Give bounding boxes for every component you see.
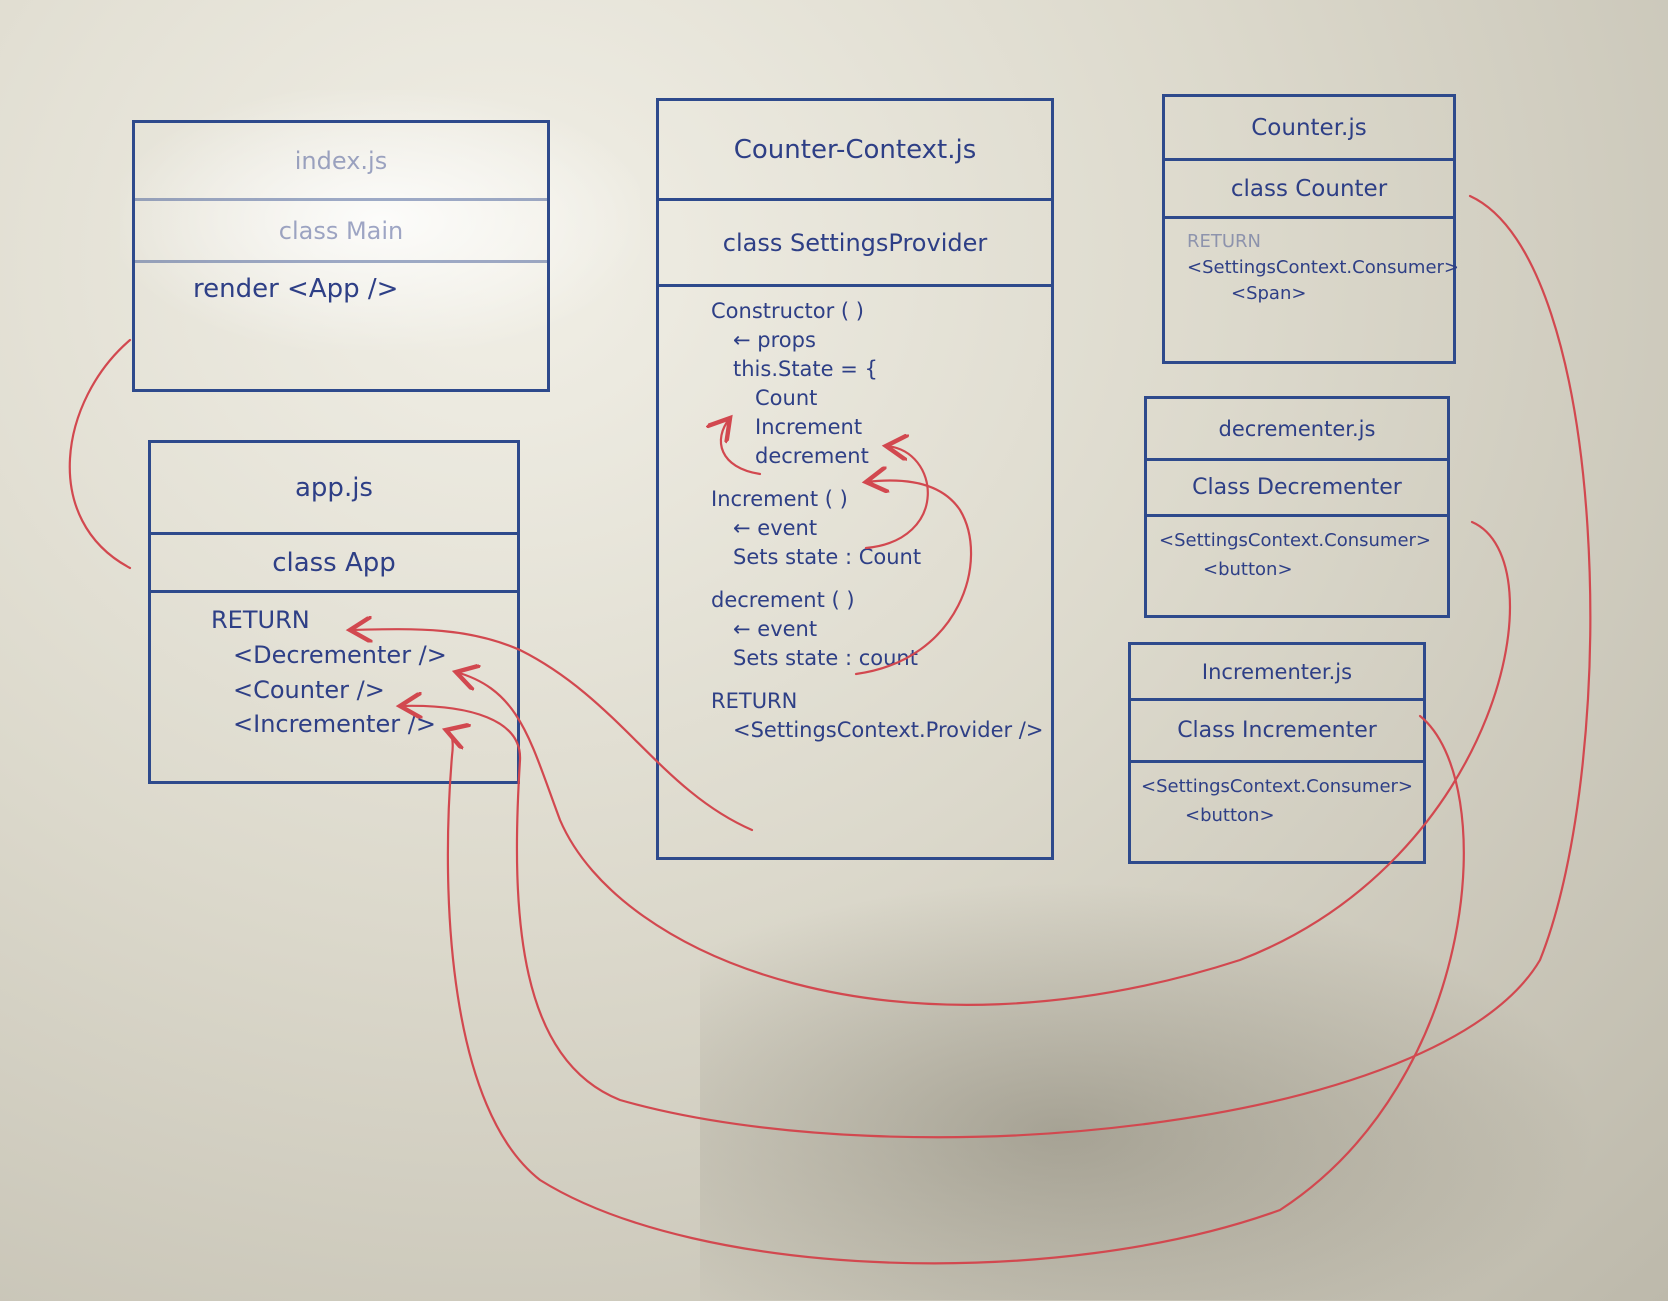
app-js-decrementer-tag: <Decrementer /> [233, 640, 447, 669]
counter-js-title: Counter.js [1165, 97, 1453, 161]
incrementer-js-title: Incrementer.js [1131, 645, 1423, 701]
decrement-method-line: decrement ( ) [711, 587, 855, 612]
counter-context-js-class: class SettingsProvider [659, 201, 1051, 287]
decrementer-js-body: <SettingsContext.Consumer> <button> [1147, 517, 1447, 595]
increment-method-line: Increment ( ) [711, 486, 848, 511]
counter-js-box: Counter.js class Counter RETURN <Setting… [1162, 94, 1460, 364]
counter-context-js-title: Counter-Context.js [659, 101, 1051, 201]
context-return-line: RETURN [711, 688, 798, 713]
index-to-app-arrow [68, 338, 132, 570]
constructor-line: Constructor ( ) [711, 299, 864, 323]
decrementer-js-consumer: <SettingsContext.Consumer> [1159, 530, 1432, 551]
this-state-line: this.State = { [733, 356, 878, 381]
decrement-event-line: ← event [733, 616, 818, 641]
index-js-box: index.js class Main render <App /> [132, 120, 550, 392]
counter-context-js-body: Constructor ( ) ← props this.State = { C… [659, 287, 1051, 755]
app-js-class: class App [151, 535, 517, 593]
counter-js-return: RETURN [1187, 231, 1262, 252]
index-js-render-line: render <App /> [193, 274, 399, 304]
increment-sets-state-line: Sets state : Count [733, 544, 922, 569]
context-provider-line: <SettingsContext.Provider /> [733, 717, 1044, 742]
index-js-title: index.js [135, 123, 547, 201]
decrementer-js-button: <button> [1203, 558, 1293, 580]
index-js-body: render <App /> [135, 263, 547, 316]
app-js-body: RETURN <Decrementer /> <Counter /> <Incr… [151, 593, 517, 752]
app-js-incrementer-tag: <Incrementer /> [233, 710, 436, 739]
app-js-return: RETURN [211, 606, 310, 634]
counter-js-body: RETURN <SettingsContext.Consumer> <Span> [1165, 219, 1460, 317]
incrementer-js-button: <button> [1185, 804, 1275, 826]
app-js-counter-tag: <Counter /> [233, 675, 385, 704]
counter-js-class: class Counter [1165, 161, 1453, 219]
state-increment-line: Increment [755, 414, 863, 439]
state-count-line: Count [755, 385, 818, 410]
whiteboard-shadow [700, 880, 1600, 1300]
constructor-props-line: ← props [733, 327, 816, 352]
decrementer-js-class: Class Decrementer [1147, 461, 1447, 517]
counter-js-span: <Span> [1231, 283, 1307, 305]
state-decrement-line: decrement [755, 443, 869, 468]
decrementer-js-title: decrementer.js [1147, 399, 1447, 461]
incrementer-js-body: <SettingsContext.Consumer> <button> [1131, 763, 1423, 841]
counter-js-consumer: <SettingsContext.Consumer> [1187, 257, 1460, 279]
incrementer-js-class: Class Incrementer [1131, 701, 1423, 763]
index-js-class: class Main [135, 201, 547, 263]
app-js-title: app.js [151, 443, 517, 535]
counter-context-js-box: Counter-Context.js class SettingsProvide… [656, 98, 1054, 860]
incrementer-js-box: Incrementer.js Class Incrementer <Settin… [1128, 642, 1426, 864]
decrement-sets-state-line: Sets state : count [733, 645, 918, 670]
decrementer-js-box: decrementer.js Class Decrementer <Settin… [1144, 396, 1450, 618]
app-js-box: app.js class App RETURN <Decrementer /> … [148, 440, 520, 784]
incrementer-js-consumer: <SettingsContext.Consumer> [1141, 776, 1414, 797]
increment-event-line: ← event [733, 515, 818, 540]
